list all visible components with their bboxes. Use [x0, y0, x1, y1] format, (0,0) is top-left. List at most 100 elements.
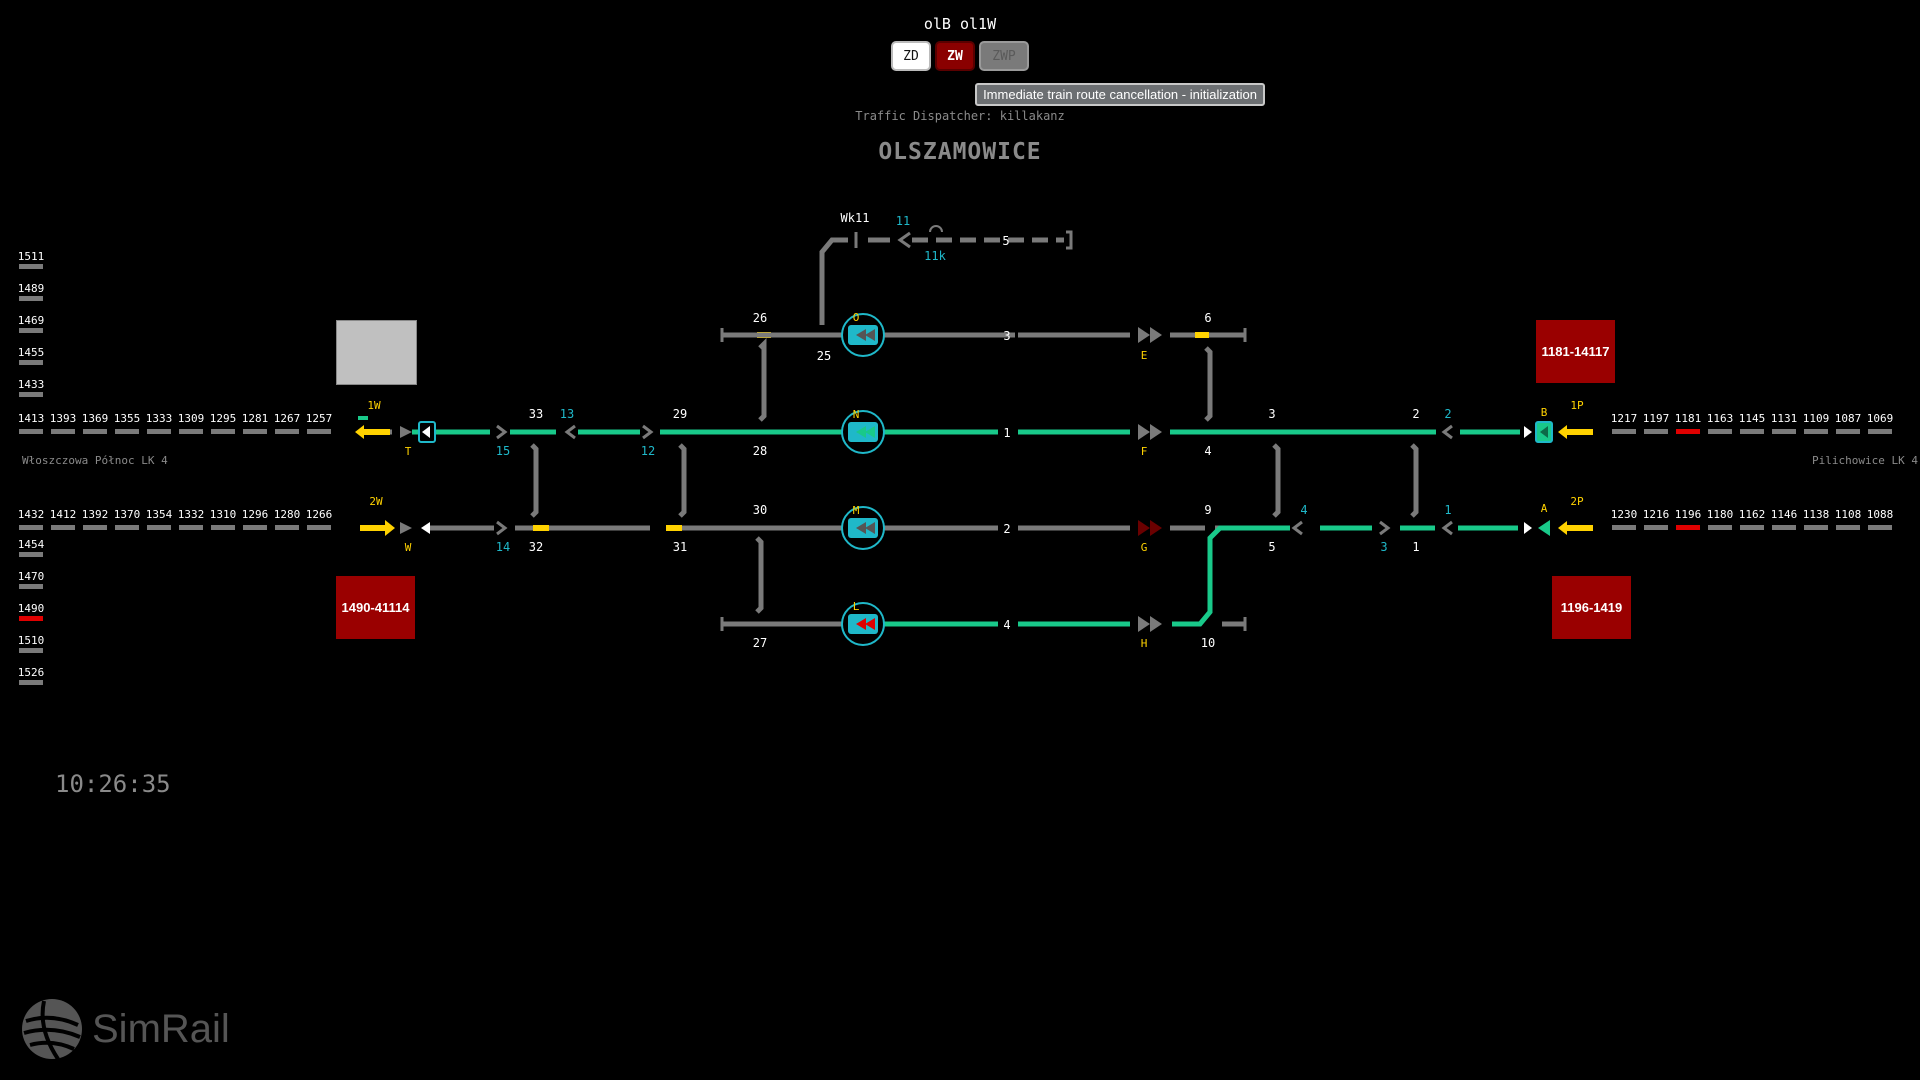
zd-button[interactable]: ZD	[891, 41, 931, 71]
block-segment	[179, 429, 203, 434]
label-track-5: 5	[1002, 234, 1009, 248]
left-column-segment	[19, 616, 43, 621]
label-sw5: 5	[1268, 540, 1275, 554]
block-segment	[1740, 429, 1764, 434]
signal-m[interactable]	[841, 506, 885, 550]
signal-o[interactable]	[841, 313, 885, 357]
block-label: 1138	[1803, 508, 1830, 521]
block-segment	[1612, 525, 1636, 530]
block-label: 1108	[1835, 508, 1862, 521]
block-segment	[307, 429, 331, 434]
block-segment	[1836, 525, 1860, 530]
label-sw26: 26	[753, 311, 767, 325]
block-label: 1087	[1835, 412, 1862, 425]
block-segment	[1644, 525, 1668, 530]
block-label: 1146	[1771, 508, 1798, 521]
left-approach	[412, 429, 494, 531]
block-segment	[115, 525, 139, 530]
station-name: OLSZAMOWICE	[878, 139, 1042, 165]
left-column-segment	[19, 264, 43, 269]
block-label: 1088	[1867, 508, 1894, 521]
label-sw4: 4	[1204, 444, 1211, 458]
block-box-bottom-right[interactable]: 1196-1419	[1552, 576, 1631, 639]
grey-box[interactable]	[336, 320, 417, 385]
block-label: 1392	[82, 508, 109, 521]
label-t: T	[405, 445, 412, 458]
label-sw2: 2	[1412, 407, 1419, 421]
signal-1p[interactable]	[1558, 425, 1593, 439]
label-sw6: 6	[1204, 311, 1211, 325]
block-label: 1131	[1771, 412, 1798, 425]
label-sw11k: 11k	[924, 249, 946, 263]
label-sw32: 32	[529, 540, 543, 554]
block-label: 1310	[210, 508, 237, 521]
label-sw30: 30	[753, 503, 767, 517]
left-column-label: 1455	[18, 346, 45, 359]
left-column-label: 1469	[18, 314, 45, 327]
signal-2w[interactable]	[360, 520, 430, 536]
block-segment	[1772, 525, 1796, 530]
block-label: 1109	[1803, 412, 1830, 425]
block-label: 1295	[210, 412, 237, 425]
block-label: 1369	[82, 412, 109, 425]
block-segment	[19, 429, 43, 434]
label-sw3b: 3	[1380, 540, 1387, 554]
block-label: 1332	[178, 508, 205, 521]
block-label: 1309	[178, 412, 205, 425]
block-segment	[1676, 429, 1700, 434]
signal-b[interactable]	[1524, 421, 1553, 443]
label-m: M	[853, 504, 860, 517]
label-sw4b: 4	[1300, 503, 1307, 517]
label-sw27: 27	[753, 636, 767, 650]
label-track-2: 2	[1003, 522, 1010, 536]
block-label: 1412	[50, 508, 77, 521]
label-track-3: 3	[1003, 329, 1010, 343]
label-wk11: Wk11	[841, 211, 870, 225]
label-sw10: 10	[1201, 636, 1215, 650]
block-segment	[1740, 525, 1764, 530]
simrail-logo-text: SimRail	[92, 1006, 230, 1051]
block-label: 1266	[306, 508, 333, 521]
signal-l[interactable]	[841, 602, 885, 646]
signal-2p[interactable]	[1558, 521, 1593, 535]
signal-t[interactable]	[418, 421, 436, 443]
block-label: 1267	[274, 412, 301, 425]
block-segment	[147, 525, 171, 530]
label-o: O	[853, 311, 860, 324]
signal-1w[interactable]	[355, 416, 412, 439]
block-label: 1162	[1739, 508, 1766, 521]
block-segment	[275, 429, 299, 434]
block-label: 1296	[242, 508, 269, 521]
block-segment	[243, 429, 267, 434]
label-b: B	[1541, 406, 1548, 419]
label-sw14: 14	[496, 540, 510, 554]
zwp-button[interactable]: ZWP	[979, 41, 1029, 71]
label-e: E	[1141, 349, 1148, 362]
label-sw1b: 1	[1444, 503, 1451, 517]
left-column-segment	[19, 360, 43, 365]
label-1w: 1W	[367, 399, 381, 412]
block-box-top-right[interactable]: 1181-14117	[1536, 320, 1615, 383]
signal-n[interactable]	[841, 410, 885, 454]
crossovers	[530, 337, 1419, 614]
zw-button[interactable]: ZW	[935, 41, 975, 71]
block-label: 1432	[18, 508, 45, 521]
block-segment	[83, 525, 107, 530]
block-label: 1280	[274, 508, 301, 521]
signal-a[interactable]	[1524, 520, 1550, 536]
left-column-segment	[19, 584, 43, 589]
label-track-1: 1	[1003, 426, 1010, 440]
block-segment	[115, 429, 139, 434]
label-sw25: 25	[817, 349, 831, 363]
block-label: 1217	[1611, 412, 1638, 425]
label-w: W	[405, 541, 412, 554]
block-segment	[19, 525, 43, 530]
label-sw15: 15	[496, 444, 510, 458]
block-segment	[1804, 429, 1828, 434]
label-sw12: 12	[641, 444, 655, 458]
left-column-segment	[19, 296, 43, 301]
block-box-bottom-left[interactable]: 1490-41114	[336, 576, 415, 639]
